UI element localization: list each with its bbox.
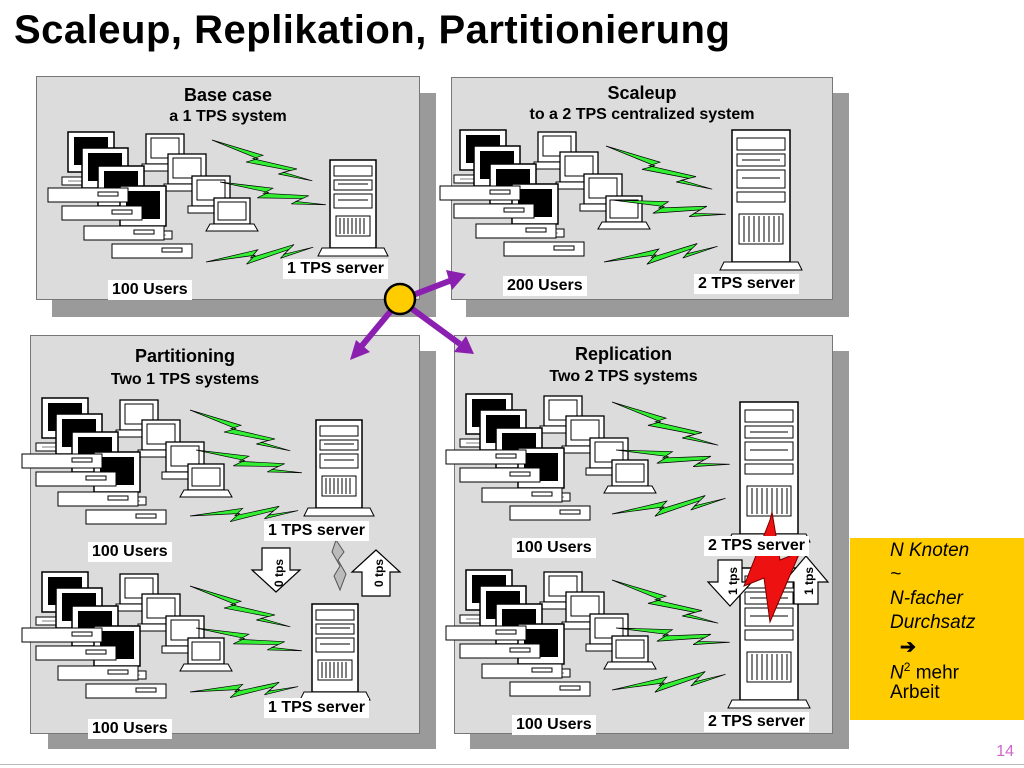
note-line: Arbeit (890, 682, 940, 703)
arrow-label: 0 tps (272, 558, 287, 588)
server-icon (727, 401, 811, 543)
scenario-arrows (350, 270, 474, 360)
server-label: 1 TPS server (264, 698, 369, 718)
users-label: 100 Users (108, 280, 192, 300)
user-cluster (446, 570, 656, 696)
arrow-label: 1 tps (726, 566, 741, 596)
users-label: 100 Users (512, 538, 596, 558)
user-cluster (22, 398, 232, 524)
user-cluster (22, 572, 232, 698)
user-cluster (48, 132, 258, 258)
note-line: N-facher (890, 588, 963, 609)
arrow-down-icon (250, 547, 302, 593)
panel-title: Replication (574, 344, 672, 364)
link-bolt-icon (331, 538, 347, 592)
note-line: ~ (890, 564, 902, 585)
lightning-icon (211, 139, 313, 182)
users-label: 100 Users (88, 542, 172, 562)
note-var: N (890, 662, 904, 684)
arrow-up-icon (782, 555, 830, 605)
panel-title: Partitioning (135, 346, 235, 366)
replication-bolt-icon (743, 511, 801, 624)
hub-node (383, 282, 417, 316)
arrow-label: 0 tps (372, 558, 387, 588)
server-label: 1 TPS server (264, 521, 369, 541)
lightning-icon (189, 409, 291, 452)
arrow-down-icon (706, 559, 754, 607)
panel-title: Base case (183, 85, 273, 105)
arrow-label: 1 tps (802, 566, 817, 596)
panel-subtitle: Two 1 TPS systems (110, 371, 260, 388)
server-label: 2 TPS server (704, 712, 809, 732)
arrow-right-icon: ➔ (900, 637, 916, 658)
slide-title: Scaleup, Replikation, Partitionierung (14, 8, 731, 52)
panel-title: Scaleup (607, 83, 677, 103)
side-note: N Knoten ~ N-facher Durchsatz ➔ N2 mehr … (850, 538, 1024, 720)
users-label: 100 Users (88, 719, 172, 739)
server-icon (719, 129, 803, 271)
users-label: 200 Users (503, 276, 587, 296)
server-label: 2 TPS server (704, 536, 809, 556)
note-line: N Knoten (890, 540, 970, 561)
panel-subtitle: to a 2 TPS centralized system (529, 106, 755, 123)
user-cluster (440, 130, 650, 256)
note-exp: 2 (903, 660, 911, 674)
arrow-up-icon (350, 549, 402, 597)
panel-subtitle: Two 2 TPS systems (549, 368, 698, 385)
users-label: 100 Users (512, 715, 596, 735)
panel-subtitle: a 1 TPS system (169, 108, 287, 125)
server-label: 2 TPS server (694, 274, 799, 294)
server-icon (299, 603, 371, 701)
note-text: mehr (910, 662, 959, 684)
footer-divider (0, 764, 1024, 765)
server-icon (303, 419, 375, 517)
server-icon (317, 159, 389, 257)
note-line: Durchsatz (890, 612, 976, 633)
user-cluster (446, 394, 656, 520)
page-number: 14 (996, 743, 1014, 760)
server-label: 1 TPS server (283, 259, 388, 279)
note-line: N2 mehr (890, 660, 959, 684)
